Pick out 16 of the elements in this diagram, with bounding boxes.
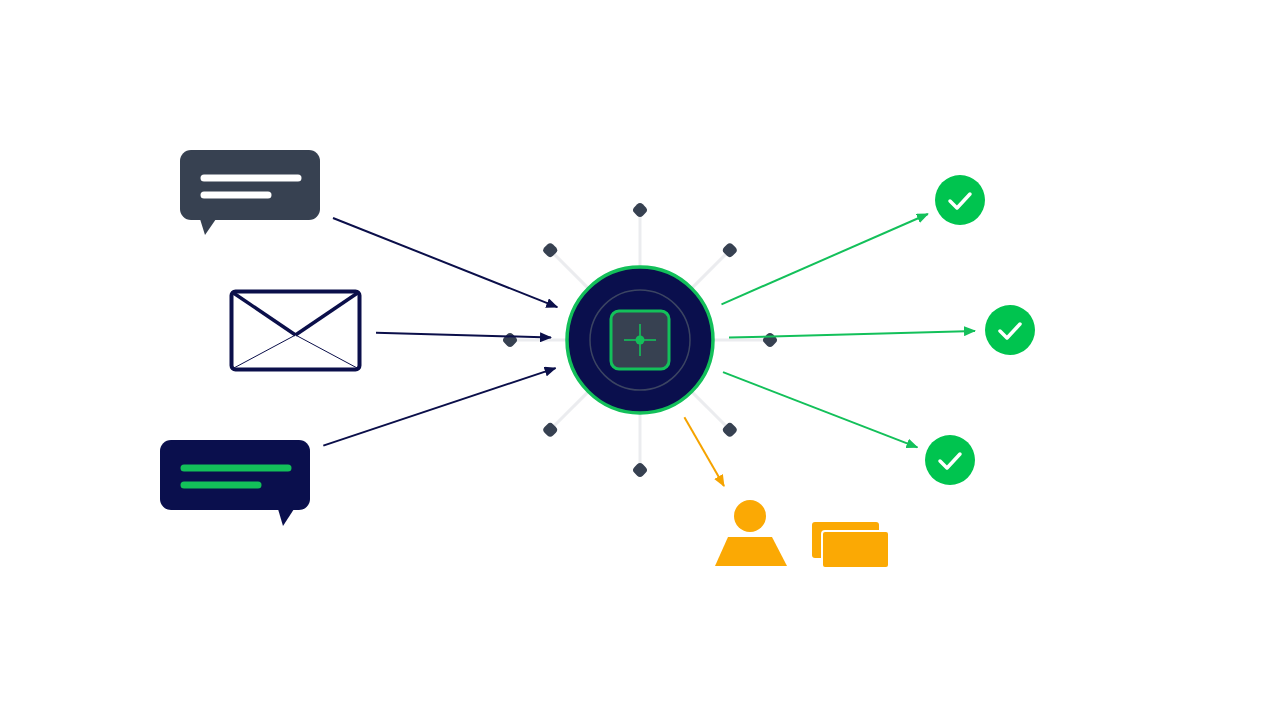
chat-bubble-icon <box>160 440 310 526</box>
arrow <box>332 217 559 309</box>
envelope-icon <box>229 289 362 372</box>
check-icon <box>925 435 975 485</box>
arrow <box>728 326 976 339</box>
arrow <box>683 416 725 488</box>
arrow <box>722 371 919 449</box>
check-icon <box>935 175 985 225</box>
arrow <box>322 366 557 447</box>
check-icon <box>985 305 1035 355</box>
arrow <box>720 213 929 306</box>
arrow <box>375 331 552 343</box>
chat-bubble-icon <box>180 150 320 235</box>
hub-circle <box>565 265 715 415</box>
person-icon <box>715 500 787 566</box>
cards-icon <box>812 522 890 569</box>
